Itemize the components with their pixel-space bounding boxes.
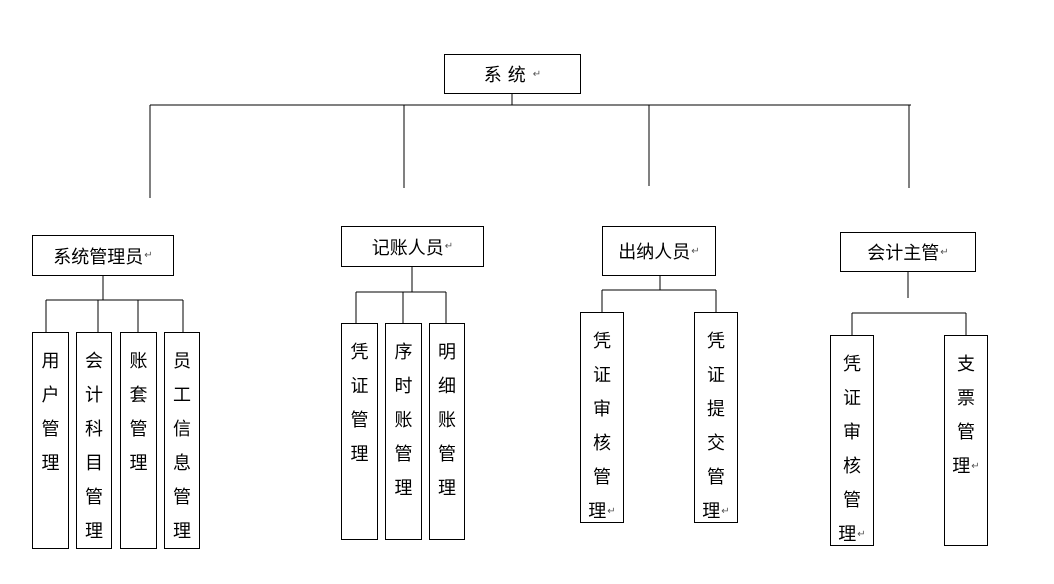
module-node: 用户管理	[32, 332, 69, 549]
module-node: 凭证管理	[341, 323, 378, 540]
role-label: 记账人员	[371, 237, 444, 259]
module-label-char: 管	[41, 419, 60, 440]
module-label-char: 账	[394, 410, 413, 431]
role-label: 系统管理员	[53, 246, 144, 268]
module-node: 员工信息管理	[164, 332, 200, 549]
module-label-char: 提	[707, 399, 725, 420]
module-label-char: 理	[85, 521, 103, 542]
role-label: 会计主管	[867, 243, 940, 264]
module-label-char: 证	[350, 376, 369, 397]
paragraph-mark-icon: ↵	[607, 506, 616, 517]
module-node: 支票管理↵	[944, 335, 988, 546]
module-label-char: 套	[129, 385, 148, 406]
module-label-char: 管	[957, 422, 975, 443]
module-label-char: 管	[843, 490, 861, 511]
paragraph-mark-icon: ↵	[721, 506, 730, 517]
module-label-char: 凭	[593, 331, 611, 352]
module-node: 凭证提交管理↵	[694, 312, 738, 523]
paragraph-mark-icon: ↵	[691, 245, 700, 257]
module-label-char: 户	[41, 385, 60, 406]
root-node: 系统↵	[444, 54, 581, 94]
module-label-char: 凭	[707, 331, 725, 352]
module-label-char: 核	[593, 433, 611, 454]
module-label-char: 时	[394, 376, 413, 397]
module-label-char: 核	[843, 456, 861, 477]
module-label-char: 管	[173, 487, 191, 508]
role-node: 系统管理员↵	[32, 235, 174, 276]
module-label-char: 计	[85, 385, 103, 406]
paragraph-mark-icon: ↵	[144, 250, 153, 261]
module-label-char: 序	[394, 342, 413, 363]
module-label-char: 员	[173, 351, 191, 372]
module-label-char: 理	[41, 453, 60, 474]
module-label-char: 管	[129, 419, 148, 440]
paragraph-mark-icon: ↵	[971, 461, 980, 472]
module-label-char: 用	[41, 351, 60, 372]
paragraph-mark-icon: ↵	[857, 529, 866, 540]
module-node: 账套管理	[120, 332, 157, 549]
paragraph-mark-icon: ↵	[940, 246, 949, 258]
role-node: 会计主管↵	[840, 232, 976, 272]
module-label-char: 理	[350, 444, 369, 465]
root-label: 系统	[483, 65, 532, 86]
module-label-char: 支	[957, 354, 975, 375]
module-label-char: 证	[843, 388, 861, 409]
paragraph-mark-icon: ↵	[444, 241, 454, 252]
module-label-char: 理	[438, 478, 456, 499]
role-node: 记账人员↵	[341, 226, 484, 267]
module-label-char: 管	[85, 487, 103, 508]
module-node: 明细账管理	[429, 323, 465, 540]
module-label-char: 信	[173, 419, 191, 440]
module-node: 会计科目管理	[76, 332, 112, 549]
module-label-char: 管	[593, 467, 611, 488]
module-label-char: 凭	[843, 354, 861, 375]
role-node: 出纳人员↵	[602, 226, 716, 276]
module-label-char: 证	[593, 365, 611, 386]
module-label-char: 管	[350, 410, 369, 431]
module-label-char: 管	[438, 444, 456, 465]
module-label-char: 审	[843, 422, 861, 443]
module-label-char: 交	[707, 433, 725, 454]
module-label-char: 明	[438, 342, 456, 363]
module-label-char: 管	[707, 467, 725, 488]
module-label-char: 会	[85, 351, 103, 372]
module-label-char: 理↵	[588, 501, 616, 522]
role-label: 出纳人员	[618, 242, 691, 263]
module-label-char: 理↵	[702, 501, 730, 522]
module-label-char: 理	[394, 478, 413, 499]
module-label-char: 账	[129, 351, 148, 372]
paragraph-mark-icon: ↵	[532, 68, 542, 80]
module-node: 凭证审核管理↵	[830, 335, 874, 546]
module-label-char: 票	[957, 388, 975, 409]
module-label-char: 管	[394, 444, 413, 465]
module-label-char: 账	[438, 410, 456, 431]
module-node: 序时账管理	[385, 323, 422, 540]
module-label-char: 证	[707, 365, 725, 386]
module-label-char: 科	[85, 419, 103, 440]
module-label-char: 理↵	[838, 524, 866, 545]
module-label-char: 理	[129, 453, 148, 474]
module-label-char: 工	[173, 385, 191, 406]
module-label-char: 理↵	[952, 456, 980, 477]
module-label-char: 审	[593, 399, 611, 420]
module-label-char: 息	[173, 453, 191, 474]
module-label-char: 目	[85, 453, 103, 474]
module-node: 凭证审核管理↵	[580, 312, 624, 523]
module-label-char: 凭	[350, 342, 369, 363]
module-label-char: 理	[173, 521, 191, 542]
module-label-char: 细	[438, 376, 456, 397]
